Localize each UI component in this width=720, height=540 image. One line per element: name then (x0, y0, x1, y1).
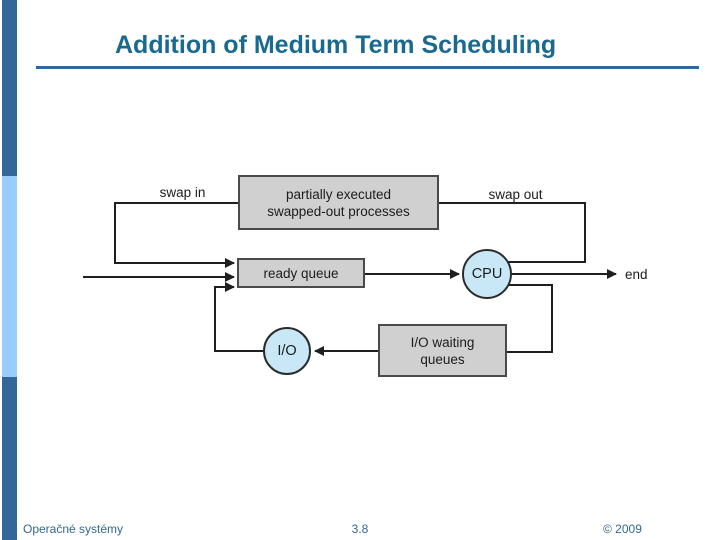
swap-in-arrow (114, 202, 239, 268)
cpu-label: CPU (471, 266, 503, 282)
cpu-to-io-waiting-line (504, 284, 553, 353)
end-label: end (625, 267, 648, 282)
swapped-out-processes-label-line1: partially executed (285, 186, 392, 202)
ready-queue-box: ready queue (237, 258, 365, 288)
cpu-circle: CPU (462, 249, 512, 299)
io-waiting-queues-box: I/O waiting queues (378, 324, 507, 377)
page-title: Addition of Medium Term Scheduling (115, 31, 557, 59)
swap-in-label: swap in (159, 185, 206, 200)
io-waiting-queues-label-line1: I/O waiting (410, 334, 475, 350)
footer-page-number: 3.8 (351, 522, 369, 536)
accent-bar-top-segment (2, 0, 17, 176)
left-accent-bar (2, 0, 17, 540)
title-underline-rule (36, 66, 699, 69)
io-waiting-queues-label-line2: queues (420, 351, 465, 367)
ready-queue-label: ready queue (263, 265, 339, 281)
swap-out-line (437, 202, 586, 263)
io-circle: I/O (263, 327, 311, 375)
io-label: I/O (277, 343, 297, 359)
swapped-out-processes-label-line2: swapped-out processes (267, 203, 410, 219)
accent-bar-bottom-segment (2, 377, 17, 540)
swapped-out-processes-box: partially executed swapped-out processes (238, 175, 439, 230)
accent-bar-middle-segment (2, 176, 17, 377)
footer-course-name: Operačné systémy (23, 522, 124, 536)
io-return-arrow (214, 282, 265, 352)
swap-out-label: swap out (488, 187, 543, 202)
footer-copyright: © 2009 (603, 522, 642, 536)
